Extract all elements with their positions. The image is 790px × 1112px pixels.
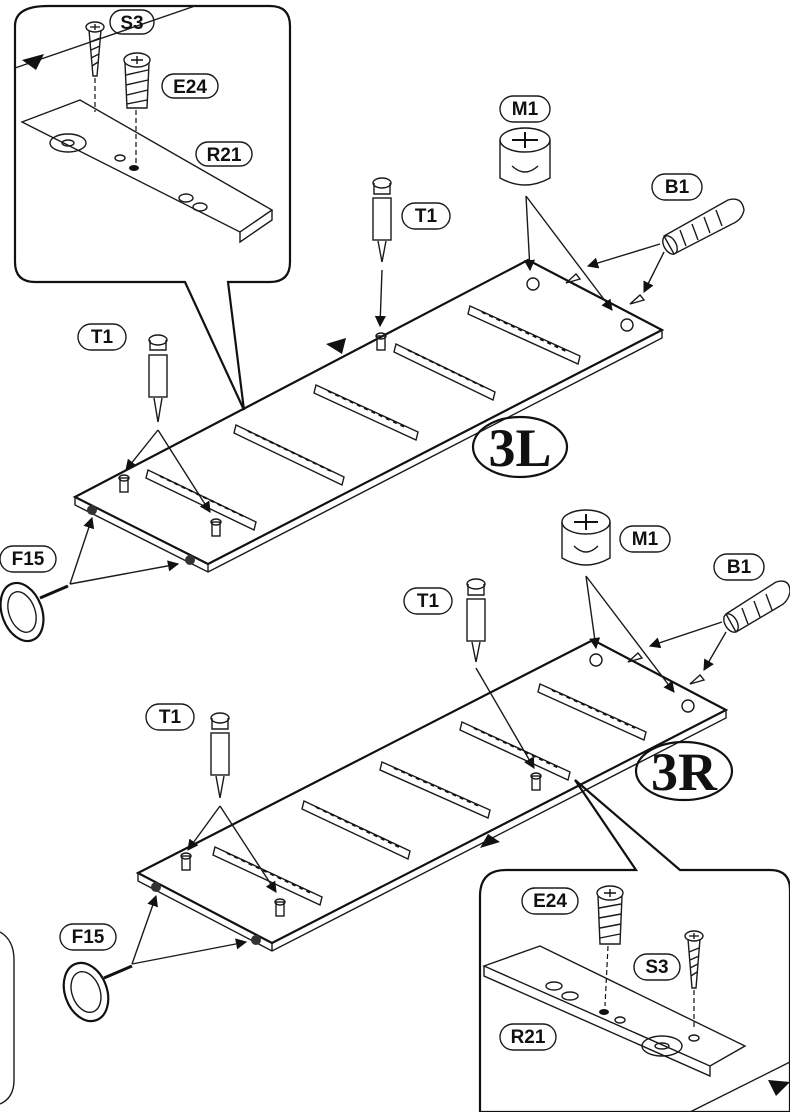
triangle-marker-icon [768, 1080, 790, 1096]
tag-m1-3l: M1 [499, 95, 551, 123]
svg-text:E24: E24 [533, 891, 567, 912]
tag-b1-3l: B1 [651, 173, 703, 201]
svg-text:E24: E24 [173, 77, 207, 98]
direction-arrow-icon [480, 834, 500, 848]
cam-lock-m1-icon [561, 509, 611, 566]
tag-e24: E24 [521, 887, 579, 915]
panel-label-3l: 3L [471, 415, 569, 479]
svg-text:T1: T1 [159, 707, 182, 728]
svg-text:B1: B1 [727, 557, 752, 578]
rails-3l [145, 305, 581, 532]
adjacent-frame-edge [0, 931, 15, 1105]
tag-e24: E24 [161, 73, 219, 99]
tag-t1-right-3r: T1 [403, 587, 453, 615]
dowel-b1-icon [662, 198, 745, 255]
detail-bubble-3l: S3 E24 R21 [13, 4, 292, 411]
detail-bubble-3r: E24 S3 R21 [478, 779, 790, 1112]
svg-text:T1: T1 [91, 327, 114, 348]
svg-text:3L: 3L [488, 418, 551, 478]
screw-e24-icon [123, 52, 151, 164]
tag-t1-left-3l: T1 [77, 323, 127, 351]
tag-t1-mid-3l: T1 [401, 202, 451, 230]
svg-text:B1: B1 [665, 177, 690, 198]
screw-s3-icon [684, 930, 704, 1030]
svg-text:F15: F15 [12, 549, 45, 570]
pin-t1-icon [148, 334, 168, 423]
tag-f15-3l: F15 [0, 545, 57, 573]
triangle-marker-icon [22, 54, 44, 70]
svg-text:T1: T1 [415, 206, 438, 227]
tag-s3: S3 [109, 9, 155, 35]
dowel-b1-icon [723, 580, 790, 633]
svg-text:3R: 3R [651, 742, 718, 802]
svg-text:S3: S3 [645, 957, 668, 978]
panel-3l: 3L T1 T1 [0, 95, 745, 643]
tag-t1-left-3r: T1 [145, 703, 195, 731]
tag-m1-3r: M1 [619, 525, 671, 553]
rails-3r [212, 683, 647, 906]
tag-r21: R21 [195, 141, 253, 167]
cam-lock-m1-icon [499, 127, 551, 186]
svg-text:R21: R21 [511, 1027, 546, 1048]
screw-s3-icon [85, 21, 105, 112]
svg-text:M1: M1 [632, 529, 659, 550]
svg-text:F15: F15 [72, 927, 105, 948]
tag-s3: S3 [633, 953, 681, 981]
svg-text:S3: S3 [120, 13, 143, 34]
pin-t1-icon [466, 578, 486, 663]
tag-f15-3r: F15 [59, 923, 117, 951]
glide-f15-icon [62, 961, 133, 1023]
pin-t1-icon [210, 712, 230, 799]
panel-3r: 3R T1 T1 [59, 509, 790, 1023]
pin-t1-icon [372, 177, 392, 263]
svg-text:M1: M1 [512, 99, 539, 120]
glide-f15-icon [0, 581, 69, 643]
direction-arrow-icon [326, 338, 346, 354]
panel-label-3r: 3R [634, 740, 734, 802]
tag-b1-3r: B1 [713, 553, 765, 581]
svg-text:R21: R21 [207, 145, 242, 166]
screw-e24-icon [596, 885, 624, 1007]
tag-r21: R21 [499, 1023, 557, 1051]
rail-r21-shape [482, 945, 747, 1067]
svg-text:T1: T1 [417, 591, 440, 612]
